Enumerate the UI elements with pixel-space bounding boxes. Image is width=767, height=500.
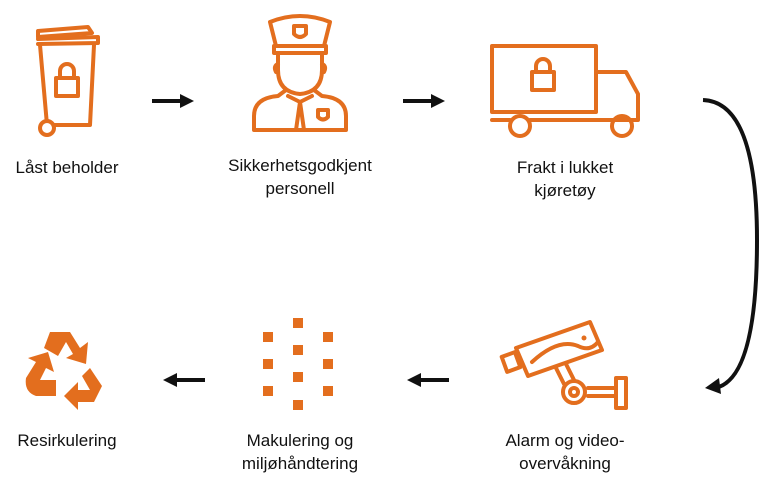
arrow-left-icon (163, 373, 205, 387)
step-label-recycling: Resirkulering (17, 431, 117, 450)
curved-arrow-icon (702, 98, 760, 394)
security-camera-icon (499, 320, 628, 410)
arrow-right-icon (152, 94, 194, 108)
step-label-alarm-video: Alarm og video-overvåkning (505, 431, 625, 473)
security-guard-icon (252, 14, 348, 132)
arrow-right-icon (403, 94, 445, 108)
shredded-particles-icon (260, 318, 340, 413)
locked-bin-icon (36, 25, 100, 137)
locked-truck-icon (490, 44, 640, 138)
arrow-left-icon (407, 373, 449, 387)
recycle-icon (25, 332, 102, 410)
step-label-locked-bin: Låst beholder (15, 158, 119, 177)
